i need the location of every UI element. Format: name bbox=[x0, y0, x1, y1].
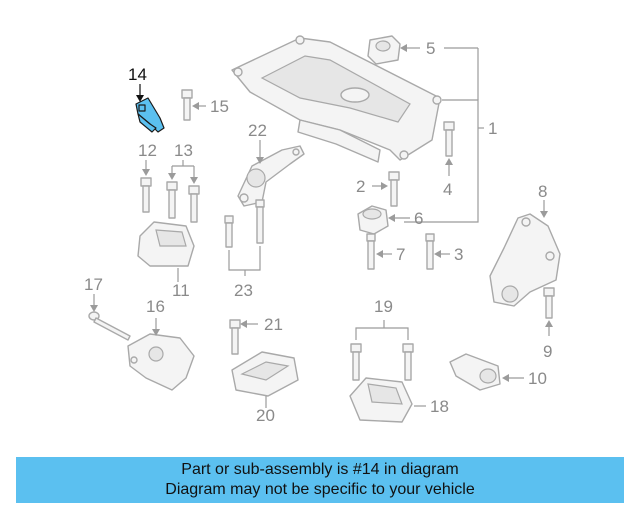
callout-23: 23 bbox=[228, 246, 261, 300]
callout-15-label: 15 bbox=[210, 97, 229, 116]
callout-23-label: 23 bbox=[234, 281, 253, 300]
callout-16: 16 bbox=[146, 297, 165, 336]
part-7-bolt bbox=[366, 233, 376, 270]
callout-9-label: 9 bbox=[543, 342, 552, 361]
callout-14-label: 14 bbox=[128, 65, 147, 84]
callout-4-label: 4 bbox=[443, 180, 452, 199]
part-14-bracket bbox=[135, 97, 165, 133]
part-16-mount bbox=[127, 333, 195, 391]
callout-21: 21 bbox=[240, 315, 283, 334]
callout-19: 19 bbox=[355, 297, 409, 340]
part-22-torque-arm bbox=[237, 145, 305, 207]
part-8-bracket bbox=[489, 213, 561, 307]
part-4-bolt bbox=[443, 121, 455, 157]
callout-16-label: 16 bbox=[146, 297, 165, 316]
caption-line-2: Diagram may not be specific to your vehi… bbox=[165, 481, 475, 498]
callout-12-label: 12 bbox=[138, 141, 157, 160]
callout-12: 12 bbox=[138, 141, 157, 176]
callout-2-label: 2 bbox=[356, 177, 365, 196]
callout-14: 14 bbox=[128, 65, 147, 102]
callout-7-label: 7 bbox=[396, 245, 405, 264]
callout-21-label: 21 bbox=[264, 315, 283, 334]
callout-8-label: 8 bbox=[538, 182, 547, 201]
callout-6-label: 6 bbox=[414, 209, 423, 228]
callout-2: 2 bbox=[356, 177, 388, 196]
part-10-mount bbox=[449, 353, 501, 391]
callout-1: 1 bbox=[404, 99, 497, 223]
part-9-bolt bbox=[543, 287, 555, 319]
part-17-bolt bbox=[88, 311, 131, 341]
part-21-bolt bbox=[229, 319, 241, 355]
callout-4: 4 bbox=[443, 158, 453, 199]
callout-19-label: 19 bbox=[374, 297, 393, 316]
callout-6: 6 bbox=[388, 209, 423, 228]
callout-11: 11 bbox=[172, 268, 190, 300]
callout-15: 15 bbox=[192, 97, 229, 116]
callout-22: 22 bbox=[248, 121, 267, 164]
part-18-mount bbox=[349, 377, 413, 423]
callout-10: 10 bbox=[502, 369, 547, 388]
part-20-mount bbox=[231, 351, 299, 397]
callout-9: 9 bbox=[543, 320, 553, 361]
part-2-bolt bbox=[388, 171, 400, 207]
callout-7: 7 bbox=[376, 245, 405, 264]
callout-5-label: 5 bbox=[426, 39, 435, 58]
part-13-bolts bbox=[166, 181, 200, 223]
part-1-subframe bbox=[231, 35, 442, 163]
callout-18: 18 bbox=[414, 397, 449, 416]
part-6-bushing bbox=[357, 205, 389, 235]
callout-13: 13 bbox=[168, 141, 198, 184]
part-19-bolts bbox=[350, 343, 414, 381]
callout-17: 17 bbox=[84, 275, 103, 312]
part-5-bushing bbox=[367, 35, 401, 65]
part-11-mount bbox=[137, 221, 195, 267]
callout-1-label: 1 bbox=[488, 119, 497, 138]
callout-13-label: 13 bbox=[174, 141, 193, 160]
callout-8: 8 bbox=[538, 182, 548, 218]
part-12-bolt bbox=[140, 177, 152, 213]
callout-17-label: 17 bbox=[84, 275, 103, 294]
part-23-bolts bbox=[224, 199, 265, 248]
callout-10-label: 10 bbox=[528, 369, 547, 388]
part-3-bolt bbox=[425, 233, 435, 270]
caption-banner: Part or sub-assembly is #14 in diagram D… bbox=[16, 457, 624, 503]
callout-11-label: 11 bbox=[172, 281, 190, 300]
callout-3-label: 3 bbox=[454, 245, 463, 264]
callout-18-label: 18 bbox=[430, 397, 449, 416]
callout-22-label: 22 bbox=[248, 121, 267, 140]
callout-5: 5 bbox=[400, 39, 479, 100]
caption-line-1: Part or sub-assembly is #14 in diagram bbox=[181, 461, 459, 478]
part-15-bolt bbox=[181, 89, 193, 121]
callout-3: 3 bbox=[434, 245, 463, 264]
callout-20-label: 20 bbox=[256, 406, 275, 425]
callout-20: 20 bbox=[256, 396, 275, 425]
